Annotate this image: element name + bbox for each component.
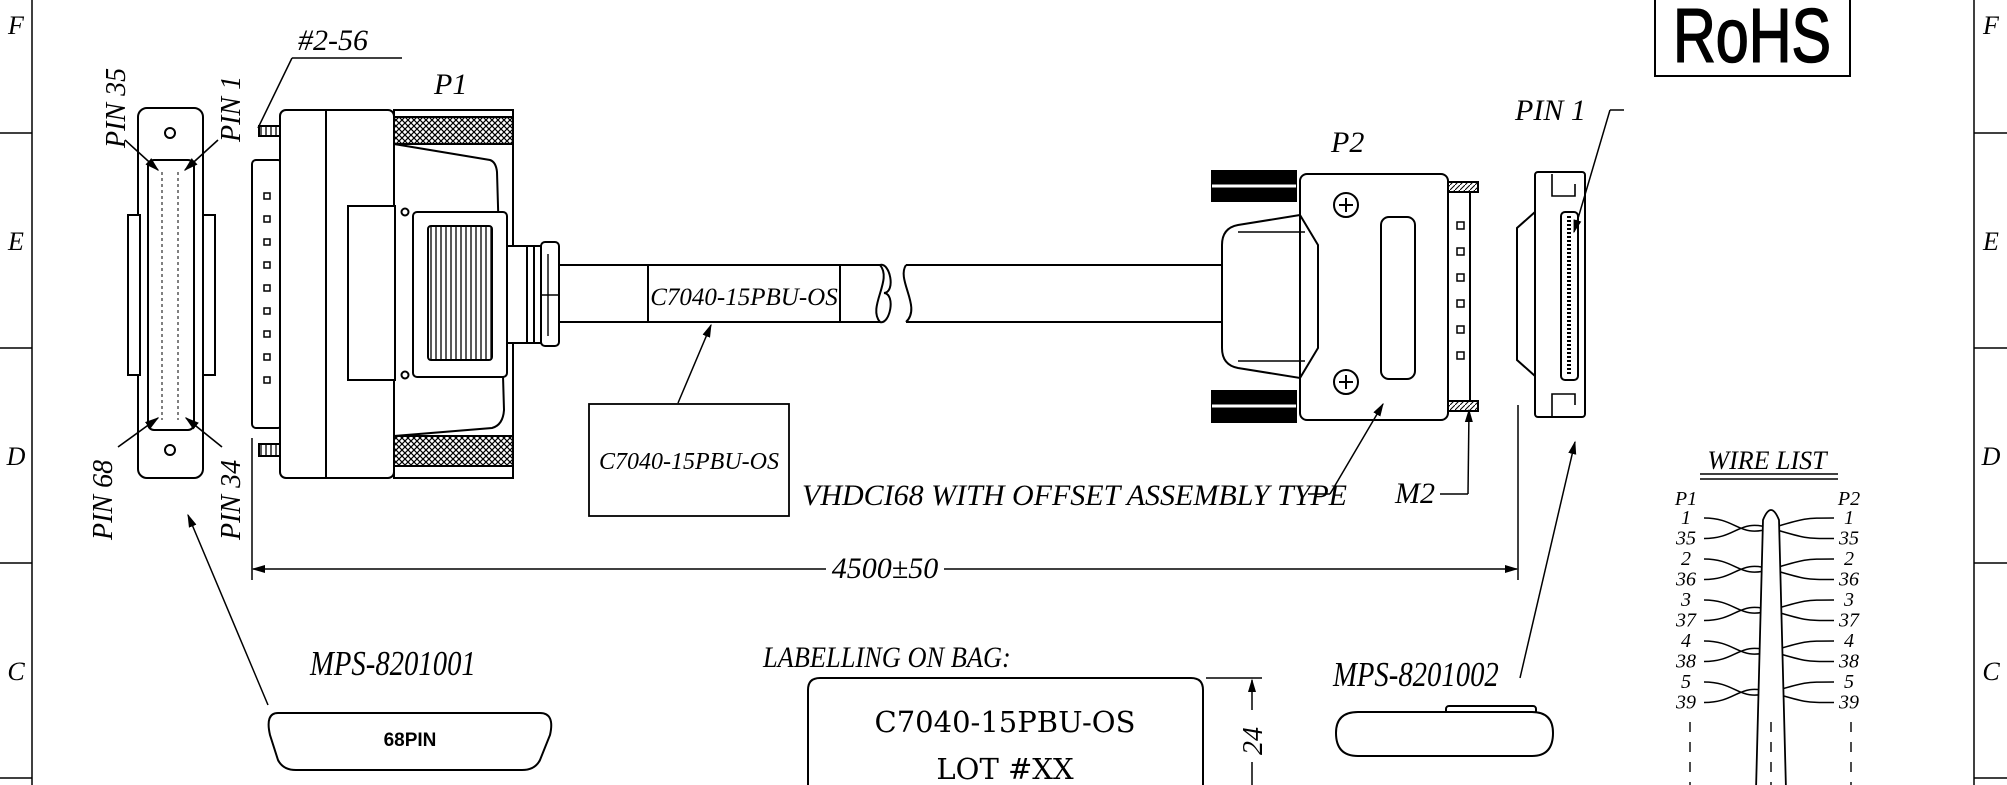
zone-right-f: F [1982, 11, 2000, 40]
p1-connector [251, 109, 560, 479]
wire-list-p1-pin: 3 [1680, 589, 1691, 611]
wire-list-p2-pin: 1 [1844, 507, 1854, 529]
wire-list-p2-header: P2 [1837, 488, 1860, 510]
p2-part-number: MPS-8201002 [1332, 654, 1499, 693]
p2-shell [1299, 173, 1449, 421]
p1-pin1-label: PIN 1 [216, 76, 247, 143]
screw-note: #2-56 [298, 24, 368, 57]
p1-screw-bottom [258, 443, 282, 457]
p1-screw-top [258, 125, 282, 137]
wire-list-p1-pin: 35 [1675, 528, 1696, 550]
p1-pin-slots [263, 192, 271, 384]
wire-list-p2-pin: 5 [1844, 671, 1854, 693]
m2-leader [1464, 408, 1473, 495]
wire-list-twist-core [1755, 509, 1787, 785]
zone-right-c: C [1982, 657, 2000, 686]
wire-list-p1-pin: 36 [1675, 569, 1696, 591]
bag-label-box [807, 677, 1204, 785]
zone-left-c: C [7, 657, 25, 686]
wire-list-p1-pin: 4 [1681, 630, 1691, 652]
zone-left-f: F [7, 11, 25, 40]
length-dimension [251, 405, 1519, 580]
wire-list-p2-pin: 2 [1844, 548, 1854, 570]
wire-list-title: WIRE LIST [1707, 446, 1828, 475]
bag-height-value: 24 [1238, 727, 1269, 755]
p1-pin34-label: PIN 34 [216, 460, 247, 541]
assembly-leader [1329, 402, 1384, 495]
wire-list-p2-pin: 4 [1844, 630, 1854, 652]
p2-connector [1211, 170, 1479, 423]
wire-list-p2-pin: 38 [1838, 651, 1859, 673]
p2-pin1-label: PIN 1 [1514, 94, 1586, 127]
wire-list-p2-pin: 36 [1838, 569, 1859, 591]
screw-leader [257, 57, 293, 129]
cable-label-leader [677, 323, 712, 404]
wire-list-p1-header: P1 [1674, 488, 1697, 510]
wire-list-p1-pin: 5 [1681, 671, 1691, 693]
wire-list-p2-pin: 39 [1838, 692, 1859, 714]
wire-list-p1-pin: 39 [1675, 692, 1696, 714]
bag-heading: LABELLING ON BAG: [762, 642, 1011, 675]
rohs-box: RoHS [1654, 0, 1851, 79]
p1-label: P1 [433, 68, 467, 101]
p2-hood-outline [1334, 705, 1555, 757]
p1-pin-count-badge: 68PIN [384, 730, 437, 751]
p2-part-leader [1519, 440, 1577, 679]
p1-hood-outline [267, 712, 553, 771]
wire-list-p1-pin: 38 [1675, 651, 1696, 673]
zone-left-d: D [6, 442, 26, 471]
p2-face-view [1516, 171, 1586, 418]
p1-thumbscrew-bottom [393, 435, 514, 467]
p1-grip [427, 225, 493, 361]
wire-list-p1-pin: 1 [1681, 507, 1691, 529]
p1-pin35-label: PIN 35 [101, 68, 132, 149]
cable-label-callout [588, 403, 790, 517]
p1-pin68-label: PIN 68 [88, 460, 119, 541]
cable [559, 263, 1222, 324]
p1-part-leader [187, 513, 269, 706]
p2-label: P2 [1330, 126, 1364, 159]
p2-pin-slots [1456, 221, 1465, 360]
wire-list-p2-pin: 3 [1843, 589, 1854, 611]
wire-list-p1-pin: 37 [1675, 610, 1697, 632]
callout-label: C7040-15PBU-OS [599, 449, 779, 475]
p1-thumbscrew-top [393, 116, 514, 145]
assembly-note: VHDCI68 WITH OFFSET ASSEMBLY TYPE [802, 479, 1347, 512]
p1-part-number: MPS-8201001 [309, 643, 476, 682]
wire-list-p2-pin: 37 [1838, 610, 1860, 632]
m2-label: M2 [1394, 477, 1435, 510]
p2-pin1-leader [1573, 109, 1611, 234]
bag-height-dimension [1206, 677, 1262, 785]
zone-right-d: D [1981, 442, 2001, 471]
p1-pin-arrows [117, 139, 223, 448]
bag-line-1: C7040-15PBU-OS [875, 705, 1136, 739]
length-dimension-value: 4500±50 [832, 552, 938, 585]
cable-print-label: C7040-15PBU-OS [650, 284, 838, 311]
zone-left-e: E [7, 227, 24, 256]
wire-list-p1-pin: 2 [1681, 548, 1691, 570]
rohs-mark: RoHS [1673, 0, 1831, 79]
p1-face-view [127, 107, 216, 479]
wire-list-p2-pin: 35 [1838, 528, 1859, 550]
zone-right-e: E [1982, 227, 1999, 256]
bag-line-2: LOT #XX [936, 752, 1074, 785]
